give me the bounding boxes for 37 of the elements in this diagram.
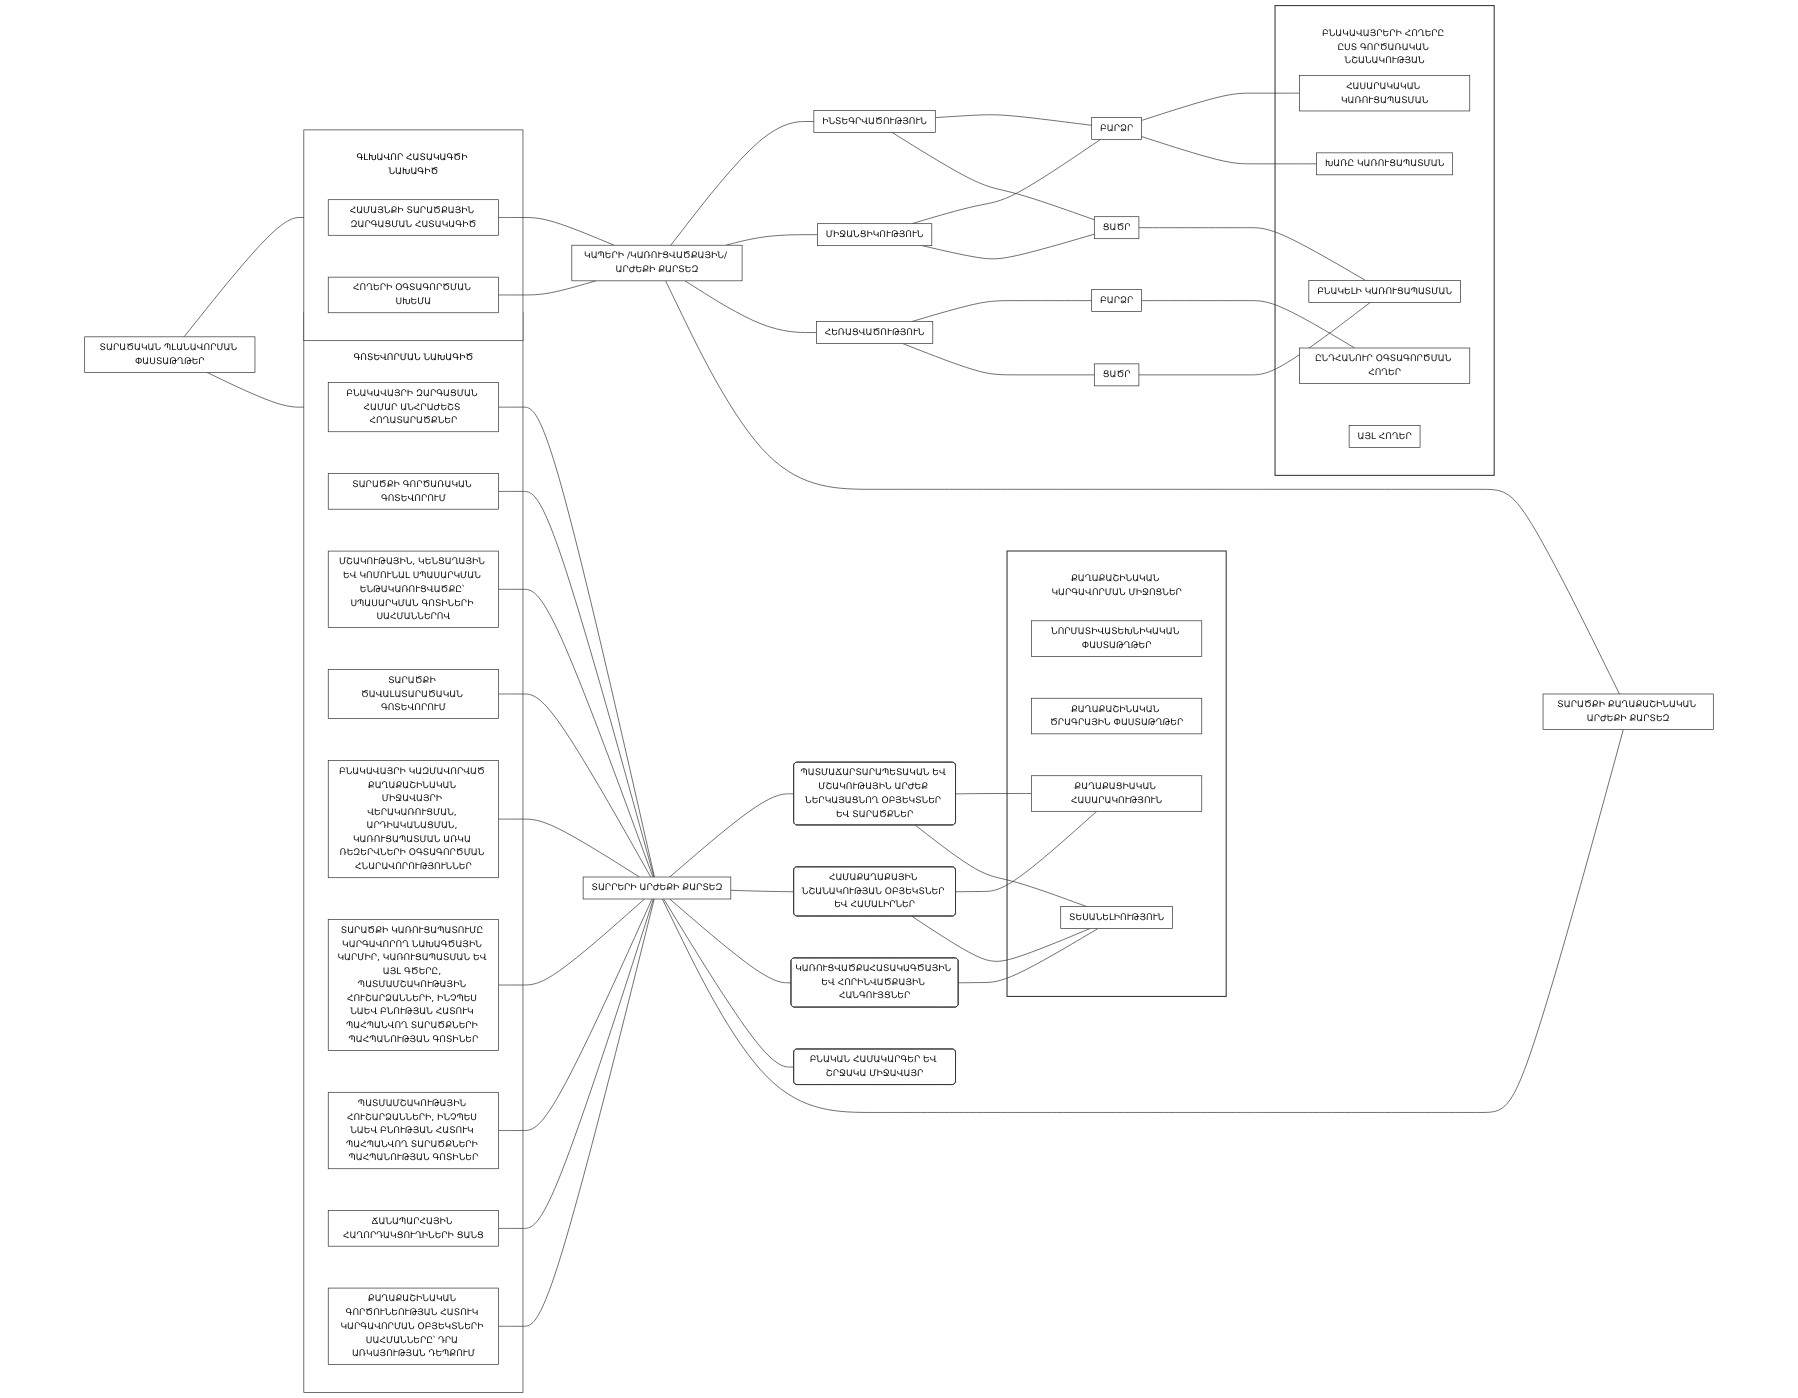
connector [684,280,817,333]
connector [1141,300,1356,349]
connector [911,139,1101,225]
connector [498,217,615,246]
connector [934,114,1092,126]
connector [498,406,655,878]
connector [725,234,818,246]
connector [498,898,645,986]
connector [730,889,795,893]
connector [206,372,305,408]
connector [498,898,655,1327]
connector [911,916,1091,962]
connector [958,928,1099,984]
connector [891,132,1095,221]
connector [902,343,1095,376]
connector [183,217,305,338]
connector [911,300,1092,322]
connector [1138,302,1371,376]
connector [498,898,653,1131]
connector [955,810,1098,893]
connector [1141,136,1317,165]
connector [498,280,597,296]
connector [915,824,1087,907]
connector [670,121,815,246]
connector [955,793,1032,795]
connector [662,729,1624,1113]
connector [669,793,795,878]
connector [498,588,654,878]
connector [1141,92,1300,121]
connector [498,898,654,1229]
connector [921,233,1095,260]
connector [669,898,792,984]
connector [498,491,655,878]
connector [1138,227,1367,281]
connector [663,898,795,1068]
connector [498,693,652,878]
connector [498,818,640,878]
